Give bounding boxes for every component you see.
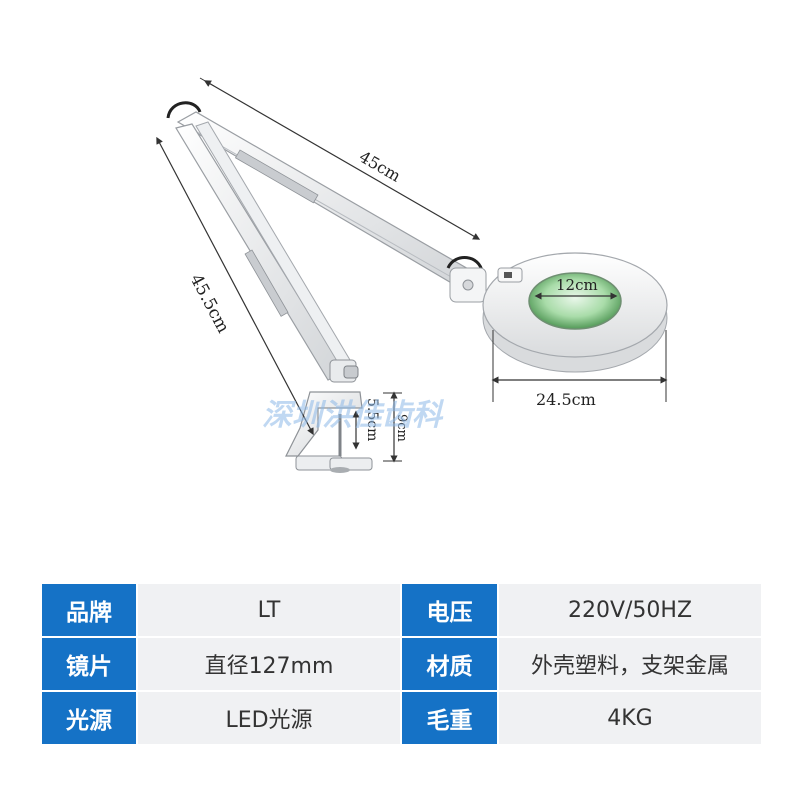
spec-value-brand: LT <box>136 582 402 638</box>
dim-label-arm-upper: 45cm <box>356 147 404 186</box>
spec-label-voltage: 电压 <box>400 582 499 638</box>
spec-label-brand: 品牌 <box>40 582 138 638</box>
spec-label-material: 材质 <box>400 636 499 692</box>
lens <box>528 272 622 330</box>
lamp-head <box>482 252 668 373</box>
spec-value-material: 外壳塑料，支架金属 <box>497 636 763 692</box>
table-row: 镜片 直径127mm 材质 外壳塑料，支架金属 <box>40 636 763 692</box>
dimension-12cm: 12cm <box>534 276 618 300</box>
spec-label-lens: 镜片 <box>40 636 138 692</box>
watermark: 深圳洪佳齿科 <box>262 398 445 433</box>
table-clamp <box>285 391 373 473</box>
spec-value-light-source: LED光源 <box>136 690 402 746</box>
spec-table: 品牌 LT 电压 220V/50HZ 镜片 直径127mm 材质 外壳塑料，支架… <box>40 582 763 746</box>
dim-label-head-width: 24.5cm <box>536 390 596 409</box>
spec-label-gross-weight: 毛重 <box>400 690 499 746</box>
dimension-24-5cm: 24.5cm <box>491 330 668 409</box>
table-row: 光源 LED光源 毛重 4KG <box>40 690 763 746</box>
lamp-arm <box>166 101 487 383</box>
dim-label-lens: 12cm <box>556 276 598 294</box>
spec-value-lens: 直径127mm <box>136 636 402 692</box>
dimension-9cm: 9cm <box>383 391 409 463</box>
table-row: 品牌 LT 电压 220V/50HZ <box>40 582 763 638</box>
dim-label-clamp-height: 9cm <box>394 414 409 442</box>
dim-label-clamp-opening: 5.5cm <box>364 398 380 441</box>
dimension-5-5cm: 5.5cm <box>352 398 380 450</box>
magnifier-lamp-illustration: 45cm 45.5cm 12cm 24.5cm 5.5cm 9cm 深圳洪佳齿科 <box>156 77 668 473</box>
spec-value-gross-weight: 4KG <box>497 690 763 746</box>
spec-value-voltage: 220V/50HZ <box>497 582 763 638</box>
spec-label-light-source: 光源 <box>40 690 138 746</box>
dim-label-arm-lower: 45.5cm <box>186 271 233 336</box>
